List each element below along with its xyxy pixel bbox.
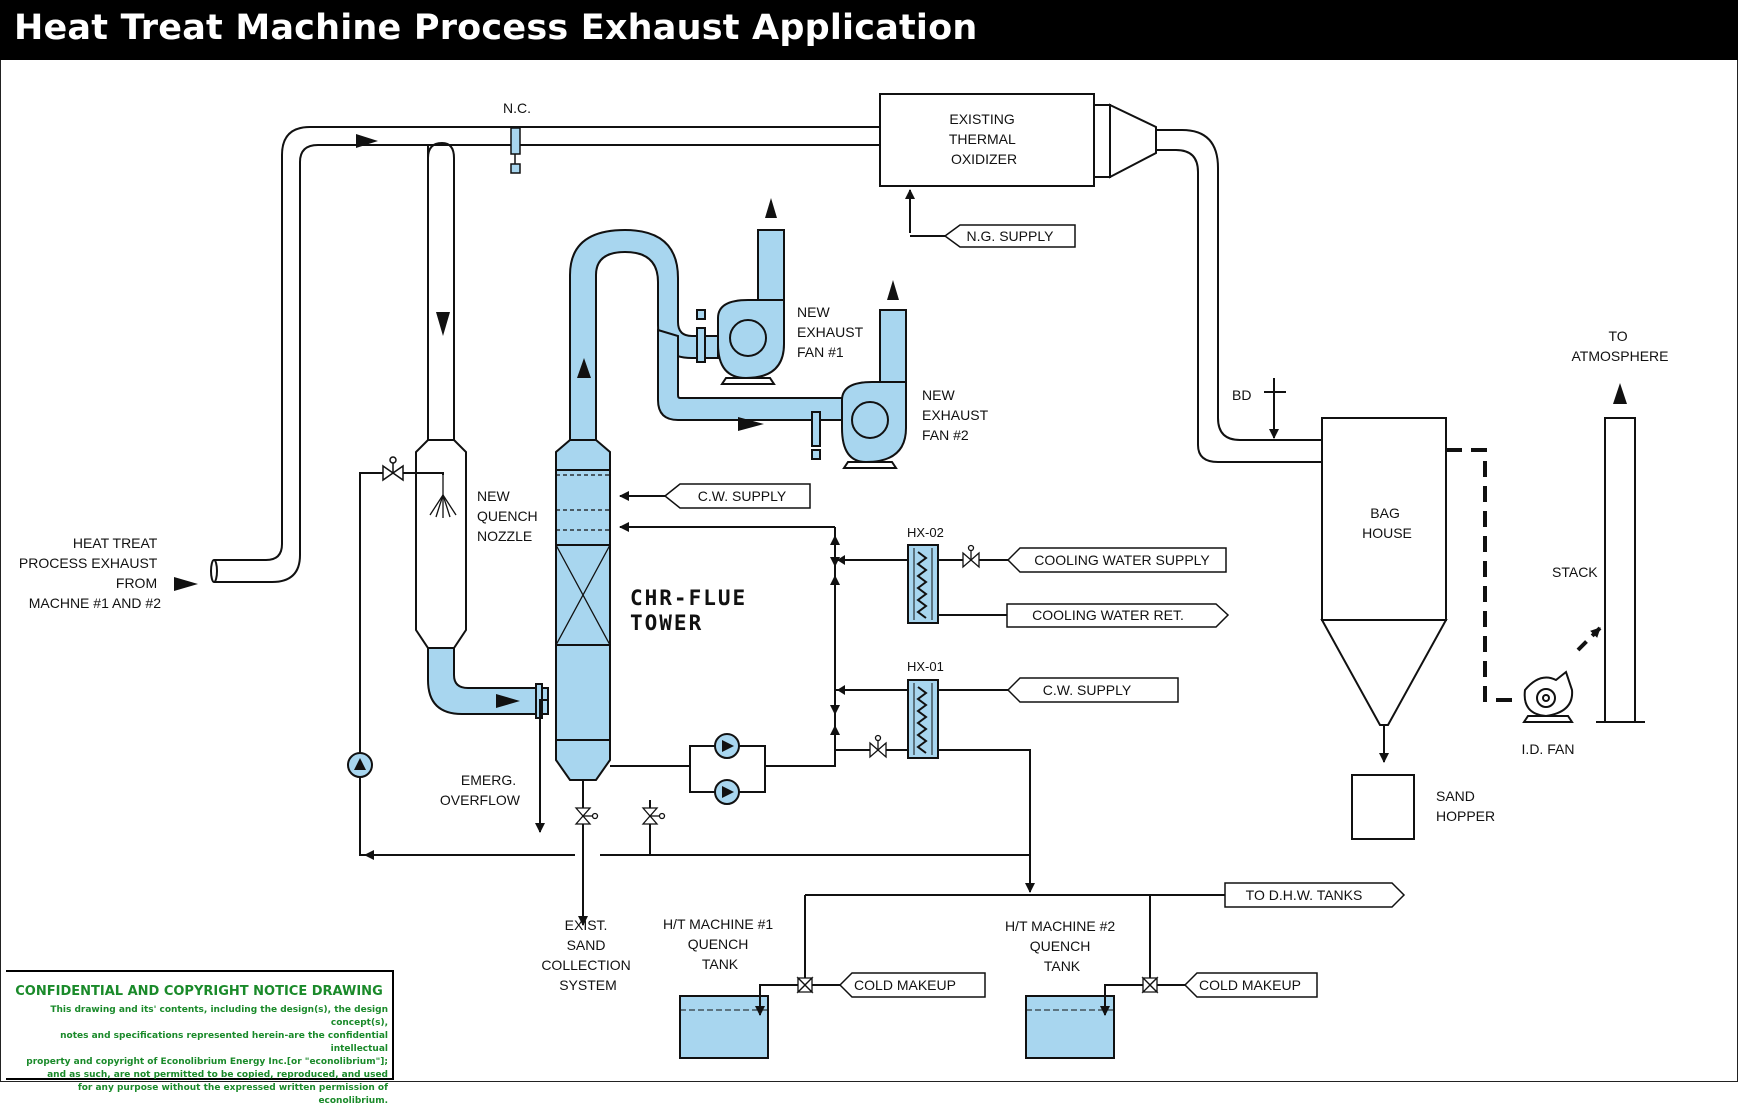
process-diagram: N.C. EXISTING THERMAL OXIDIZER N.G. SUPP… — [19, 93, 1669, 1059]
exhaust-fan-1-label: NEW EXHAUST FAN #1 — [797, 304, 867, 360]
cold-makeup-1-valve — [796, 976, 814, 994]
nc-damper — [510, 127, 521, 174]
fan2-discharge-arrow — [887, 280, 899, 300]
bag-house-label: BAG HOUSE — [1362, 505, 1412, 541]
quench-valve — [382, 456, 404, 482]
to-atmosphere-label: TO ATMOSPHERE — [1572, 328, 1669, 364]
bag-house — [1320, 417, 1448, 726]
hx-01 — [907, 679, 939, 759]
quench-tank-1 — [679, 984, 805, 1059]
inlet-arrow — [174, 577, 198, 591]
sand-hopper — [1351, 774, 1415, 840]
id-fan-label: I.D. FAN — [1522, 741, 1575, 757]
circulation-pump-2 — [714, 779, 740, 805]
flow-arrow — [496, 694, 520, 708]
cold-makeup-1-label: COLD MAKEUP — [854, 977, 956, 993]
inlet-label: HEAT TREAT PROCESS EXHAUST FROM MACHNE #… — [19, 535, 161, 611]
thermal-oxidizer-label: EXISTING THERMAL OXIDIZER — [949, 111, 1019, 167]
inlet-duct — [210, 126, 880, 583]
hx-01-label: HX-01 — [907, 659, 944, 674]
notice-body: This drawing and its' contents, includin… — [26, 1005, 388, 1106]
quench-vessel — [415, 439, 467, 649]
cw-supply-top-line — [619, 483, 811, 509]
machine-2-tank-label: H/T MACHINE #2 QUENCH TANK — [1005, 918, 1119, 974]
cw-supply-hx01-label: C.W. SUPPLY — [1043, 682, 1132, 698]
stack — [1596, 417, 1645, 723]
id-fan — [1522, 670, 1574, 723]
cold-makeup-2-label: COLD MAKEUP — [1199, 977, 1301, 993]
cw-supply-hx01-line — [938, 677, 1179, 703]
ng-supply-label: N.G. SUPPLY — [967, 228, 1055, 244]
sand-collection-label: EXIST. SAND COLLECTION SYSTEM — [541, 917, 634, 993]
copyright-notice: CONFIDENTIAL AND COPYRIGHT NOTICE DRAWIN… — [6, 970, 394, 1106]
cw-supply-top-label: C.W. SUPPLY — [698, 488, 787, 504]
thermal-oxidizer — [879, 93, 1095, 187]
bypass-duct — [427, 141, 455, 440]
stack-outlet-arrow — [1613, 383, 1627, 404]
bd-damper — [1264, 378, 1286, 439]
emerg-overflow-line — [535, 699, 1030, 926]
cooling-water-supply-line — [938, 544, 1227, 573]
stack-feed-arrow — [1576, 626, 1602, 652]
quench-nozzle-label: NEW QUENCH NOZZLE — [477, 488, 542, 544]
sand-hopper-label: SAND HOPPER — [1436, 788, 1495, 824]
machine-1-tank-label: H/T MACHINE #1 QUENCH TANK — [663, 916, 777, 972]
exhaust-fan-2-label: NEW EXHAUST FAN #2 — [922, 387, 992, 443]
to-dhw-label: TO D.H.W. TANKS — [1246, 887, 1363, 903]
cold-makeup-2-line — [1157, 972, 1318, 998]
cooling-water-supply-label: COOLING WATER SUPPLY — [1034, 552, 1210, 568]
tower-loop-arrows — [830, 535, 845, 735]
bd-label: BD — [1232, 387, 1251, 403]
quench-nozzle — [429, 475, 457, 518]
flow-arrow — [436, 312, 450, 336]
oxidizer-outlet-cone — [1093, 103, 1157, 179]
quench-recirc-line — [359, 472, 575, 856]
quench-outlet-pipe — [427, 647, 549, 719]
flow-arrow — [356, 134, 378, 148]
flow-arrow — [738, 417, 764, 431]
flow-arrow — [577, 358, 591, 378]
fan1-discharge-arrow — [765, 198, 777, 218]
oxidizer-outlet-duct — [1156, 129, 1322, 463]
title-bar: Heat Treat Machine Process Exhaust Appli… — [0, 0, 1738, 60]
hx-02 — [907, 544, 939, 624]
notice-heading: CONFIDENTIAL AND COPYRIGHT NOTICE DRAWIN… — [15, 984, 383, 999]
circulation-pump-1 — [714, 733, 740, 759]
id-fan-duct — [1446, 448, 1512, 702]
to-dhw-tag — [1224, 882, 1406, 908]
exhaust-fan-1 — [696, 229, 785, 385]
exhaust-fan-2 — [811, 309, 907, 469]
page-title: Heat Treat Machine Process Exhaust Appli… — [14, 8, 978, 48]
bypass-drain-valve — [641, 807, 666, 825]
tower-riser-pipe — [569, 228, 846, 441]
dhw-header — [804, 855, 1225, 990]
hx-02-label: HX-02 — [907, 525, 944, 540]
cooling-water-ret-label: COOLING WATER RET. — [1032, 607, 1184, 623]
ng-supply-line — [905, 189, 1076, 248]
cooling-water-ret-line — [938, 603, 1230, 628]
chr-flue-tower — [555, 439, 611, 792]
cold-makeup-2-valve — [1141, 976, 1159, 994]
nc-label: N.C. — [503, 100, 531, 116]
cold-makeup-1-line — [812, 972, 986, 998]
quench-pump — [347, 752, 373, 778]
hx01-valve — [869, 734, 887, 759]
emerg-overflow-label: EMERG. OVERFLOW — [440, 772, 521, 808]
stack-label: STACK — [1552, 564, 1598, 580]
tower-label: CHR-FLUE TOWER — [630, 586, 762, 635]
quench-tank-2 — [1025, 984, 1150, 1059]
tower-drain-valve — [574, 807, 599, 825]
